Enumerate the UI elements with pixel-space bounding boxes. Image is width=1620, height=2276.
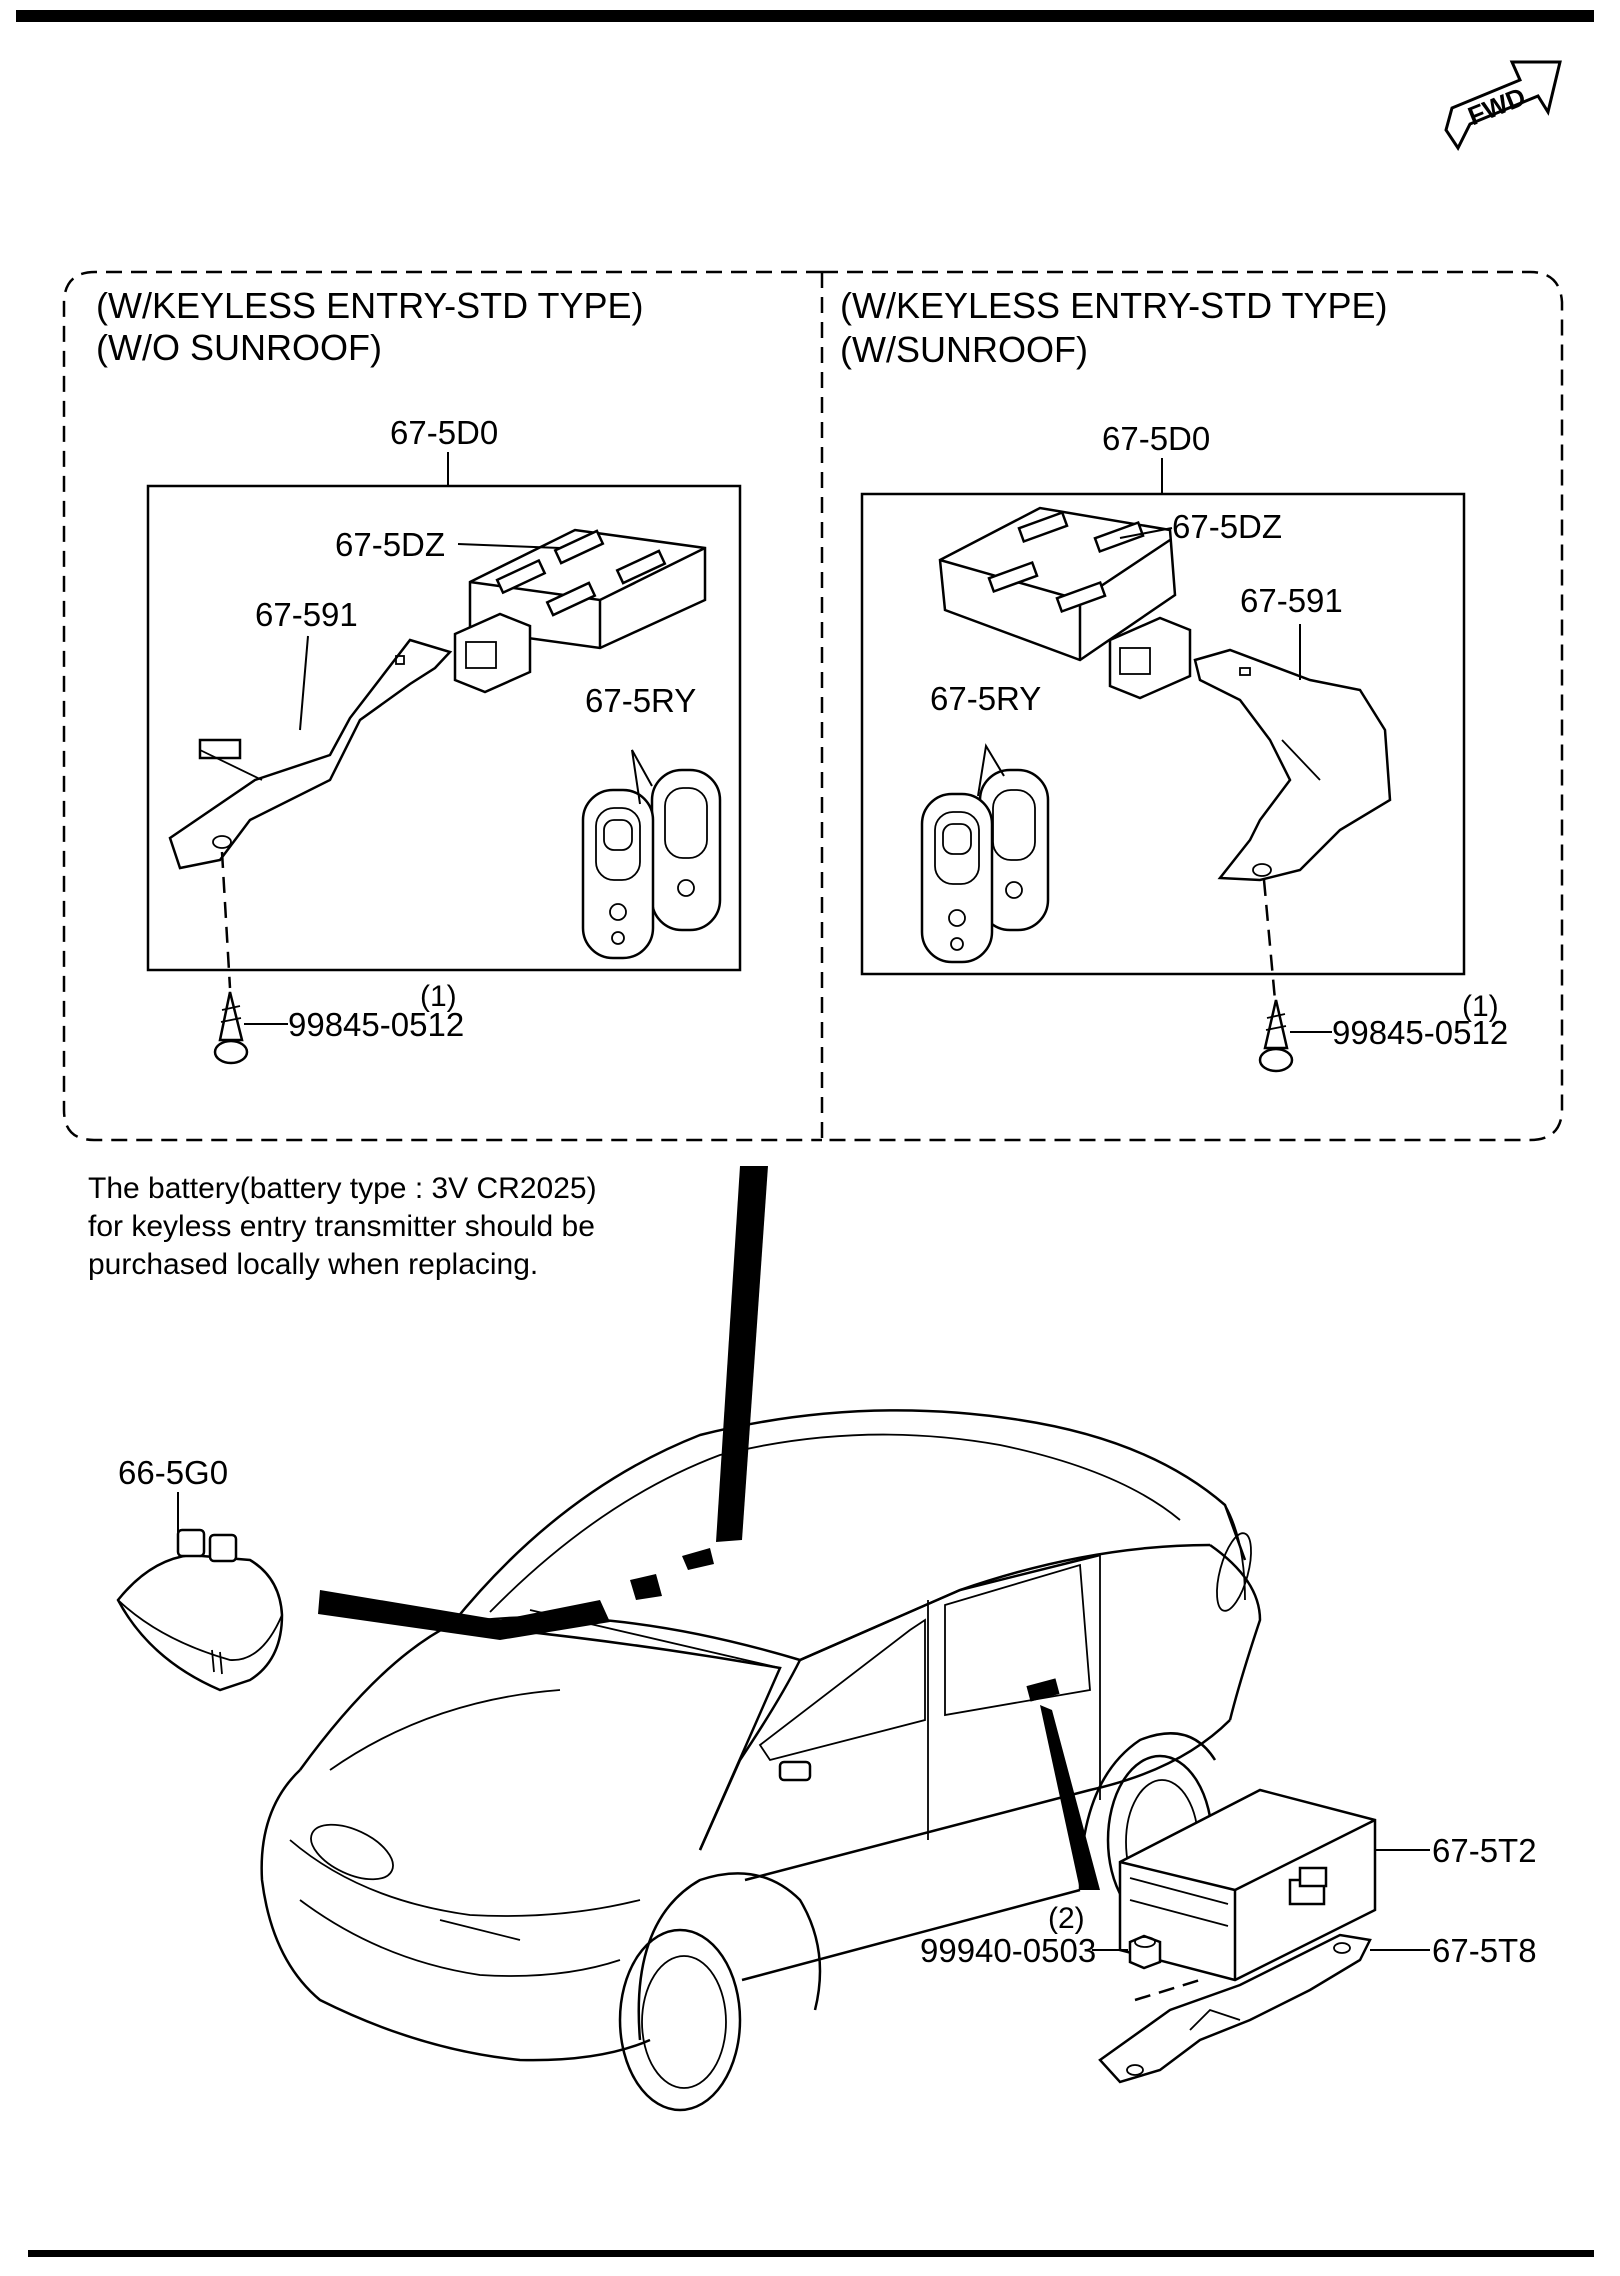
left-module-label: 67-5D0 bbox=[390, 414, 498, 451]
car-illustration-icon bbox=[260, 1409, 1262, 2112]
unit-pointer-icon bbox=[1040, 1705, 1100, 1890]
fwd-arrow-icon: FWD bbox=[1444, 60, 1562, 151]
header-left-line2: (W/O SUNROOF) bbox=[96, 327, 382, 368]
right-screw-icon bbox=[1258, 879, 1294, 1073]
top-rule bbox=[16, 10, 1594, 22]
right-transmitter-icon bbox=[920, 768, 1050, 964]
battery-note-line1: The battery(battery type : 3V CR2025) bbox=[88, 1172, 597, 1205]
battery-note-line2: for keyless entry transmitter should be bbox=[88, 1210, 595, 1243]
left-transmitter-icon bbox=[581, 768, 722, 960]
left-parts-frame bbox=[146, 484, 742, 972]
right-screw-label: 99845-0512 bbox=[1332, 1014, 1508, 1051]
right-panel: 67-5D0 67-5DZ 67-591 67-5RY 99845-0512 (… bbox=[860, 420, 1508, 1073]
left-bracket-label: 67-591 bbox=[255, 596, 358, 633]
bottom-rule bbox=[28, 2250, 1594, 2257]
left-connector-label: 67-5DZ bbox=[335, 526, 445, 563]
unit-bracket-label: 67-5T8 bbox=[1432, 1932, 1537, 1969]
header-left-line1: (W/KEYLESS ENTRY-STD TYPE) bbox=[96, 285, 643, 326]
left-screw-qty: (1) bbox=[420, 980, 457, 1013]
nut-qty: (2) bbox=[1048, 1902, 1085, 1935]
left-transmitter-label: 67-5RY bbox=[585, 682, 696, 719]
right-module-icon bbox=[938, 506, 1192, 700]
right-screw-qty: (1) bbox=[1462, 990, 1499, 1023]
keyless-pointer-icon bbox=[716, 1166, 768, 1542]
sensor-part-icon bbox=[116, 1528, 284, 1692]
left-panel: 67-5D0 67-5DZ 67-591 67-5RY 99845-0512 (… bbox=[146, 414, 742, 1065]
nut-label: 99940-0503 bbox=[920, 1932, 1096, 1969]
right-variant-frame bbox=[822, 270, 1564, 1142]
nut-icon bbox=[1128, 1934, 1162, 1970]
sensor-pointer-icon bbox=[318, 1590, 610, 1640]
left-screw-label: 99845-0512 bbox=[288, 1006, 464, 1043]
left-module-icon bbox=[453, 528, 707, 694]
header-right-line1: (W/KEYLESS ENTRY-STD TYPE) bbox=[840, 285, 1387, 326]
left-screw-icon bbox=[213, 851, 249, 1065]
left-variant-frame bbox=[62, 270, 822, 1142]
right-bracket-icon bbox=[1193, 648, 1392, 882]
right-module-label: 67-5D0 bbox=[1102, 420, 1210, 457]
battery-note-line3: purchased locally when replacing. bbox=[88, 1248, 538, 1281]
right-bracket-label: 67-591 bbox=[1240, 582, 1343, 619]
header-right-line2: (W/SUNROOF) bbox=[840, 329, 1088, 370]
control-unit-label: 67-5T2 bbox=[1432, 1832, 1537, 1869]
right-transmitter-label: 67-5RY bbox=[930, 680, 1041, 717]
unit-bracket-icon bbox=[1098, 1933, 1372, 2084]
right-connector-label: 67-5DZ bbox=[1172, 508, 1282, 545]
left-bracket-icon bbox=[168, 638, 453, 870]
sensor-label: 66-5G0 bbox=[118, 1454, 228, 1491]
